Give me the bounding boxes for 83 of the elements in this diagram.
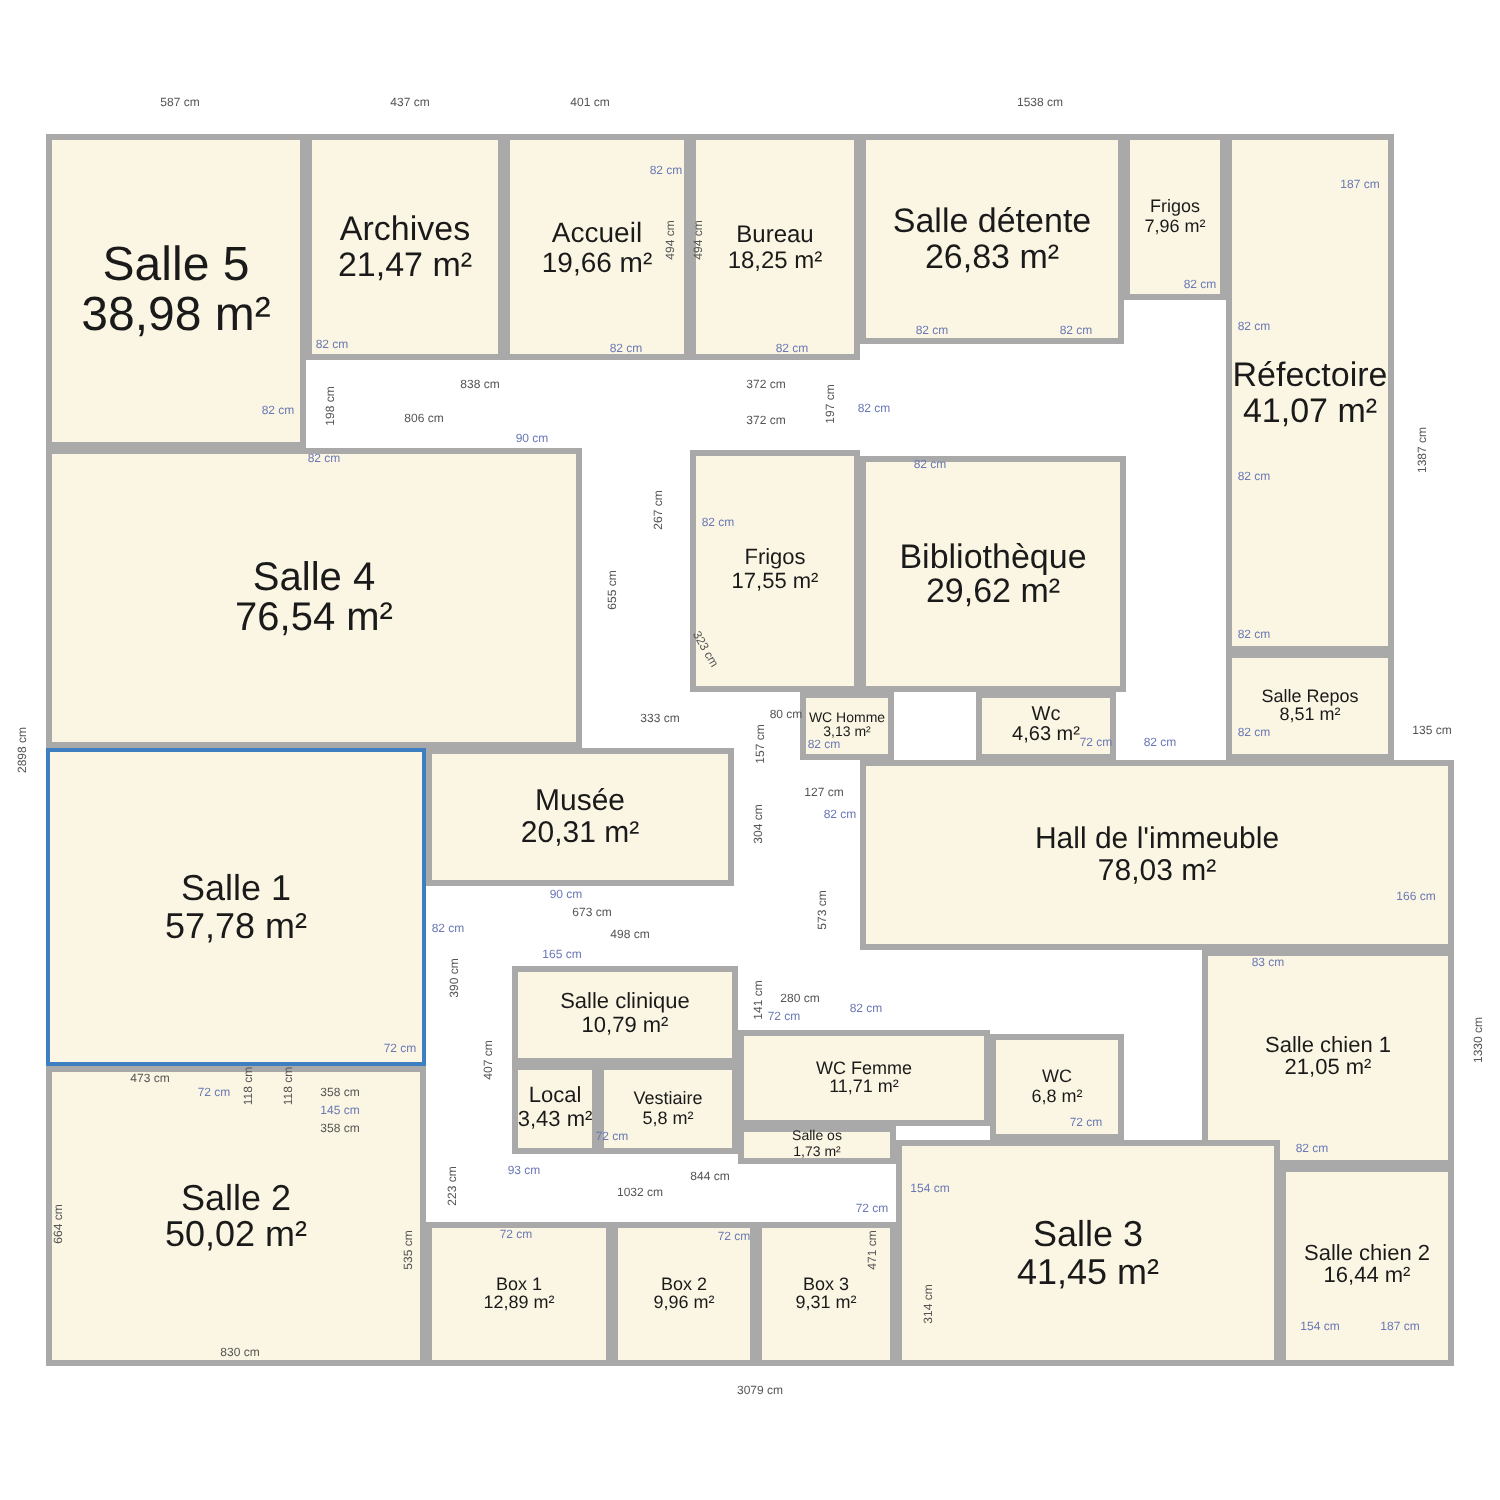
room-name: Accueil [551, 218, 643, 247]
room-name: Local [528, 1086, 582, 1109]
room-area: 20,31 m² [520, 817, 640, 848]
room-area: 5,8 m² [642, 1109, 694, 1128]
room [1202, 950, 1454, 1166]
room [738, 1030, 990, 1126]
room [426, 748, 734, 886]
room-area: 8,51 m² [1279, 706, 1341, 725]
room [1124, 134, 1226, 300]
room-area: 12,89 m² [483, 1294, 555, 1313]
room-name: Bureau [736, 222, 814, 247]
room-name: Vestiaire [633, 1090, 703, 1109]
room [612, 1222, 756, 1366]
room [738, 1126, 896, 1164]
room [46, 748, 426, 1066]
room [1280, 1166, 1454, 1366]
room-name: Wc [1031, 705, 1061, 726]
room [46, 134, 306, 448]
room-area: 11,71 m² [829, 1078, 899, 1097]
room-name: Archives [339, 212, 471, 247]
room-name: Salle 5 [102, 242, 250, 291]
room-name: Salle 1 [180, 870, 292, 907]
room-area: 10,79 m² [581, 1015, 669, 1038]
room [896, 1140, 1280, 1366]
room-name: Salle chien 2 [1304, 1243, 1430, 1266]
room [306, 134, 504, 360]
room-name: Bibliothèque [899, 539, 1087, 574]
room-area: 41,45 m² [1016, 1253, 1160, 1290]
room-area: 26,83 m² [924, 239, 1060, 274]
room [1226, 134, 1394, 652]
room [690, 450, 860, 692]
room-area: 21,47 m² [337, 247, 473, 282]
room [598, 1064, 738, 1154]
room-name: Box 2 [660, 1275, 707, 1294]
room-area: 18,25 m² [727, 247, 823, 272]
room-area: 38,98 m² [81, 291, 271, 340]
room [504, 134, 690, 360]
room [46, 448, 582, 748]
room-area: 21,05 m² [1284, 1058, 1372, 1081]
room-area: 78,03 m² [1097, 855, 1217, 886]
room-area: 41,07 m² [1242, 393, 1378, 428]
room [860, 134, 1124, 344]
room [512, 1064, 598, 1154]
room [800, 692, 894, 760]
room-name: Réfectoire [1232, 358, 1388, 393]
room-name: Salle chien 1 [1265, 1035, 1391, 1058]
room [990, 1034, 1124, 1140]
room [860, 456, 1126, 692]
room-area: 76,54 m² [235, 598, 393, 639]
room [756, 1222, 896, 1366]
room-area: 4,63 m² [1012, 726, 1080, 747]
room-area: 7,96 m² [1144, 217, 1206, 236]
room [976, 692, 1116, 760]
room-name: Frigos [744, 548, 806, 571]
room [426, 1222, 612, 1366]
room-name: Box 1 [495, 1275, 542, 1294]
room-name: Salle détente [892, 204, 1092, 239]
room-name: Salle 3 [1032, 1216, 1144, 1253]
room-name: Hall de l'immeuble [1034, 824, 1280, 855]
room-name: Salle clinique [560, 992, 690, 1015]
room [46, 1066, 426, 1366]
room [512, 966, 738, 1064]
room-area: 29,62 m² [925, 574, 1061, 609]
room [860, 760, 1454, 950]
room-area: 19,66 m² [541, 247, 653, 276]
room-area: 57,78 m² [164, 907, 308, 944]
room-name: WC Femme [816, 1059, 912, 1078]
room-name: Salle 2 [180, 1179, 292, 1216]
room-area: 9,96 m² [653, 1294, 715, 1313]
room-name: WC [1042, 1068, 1072, 1087]
room-area: 3,43 m² [517, 1109, 593, 1132]
room-area: 16,44 m² [1323, 1266, 1411, 1289]
room [690, 134, 860, 360]
room-area: 6,8 m² [1031, 1087, 1083, 1106]
room-area: 17,55 m² [731, 571, 819, 594]
room-name: Salle Repos [1261, 687, 1359, 706]
room-name: Musée [534, 786, 626, 817]
room [1226, 652, 1394, 760]
room-area: 50,02 m² [164, 1216, 308, 1253]
room-name: Salle 4 [252, 557, 376, 598]
room-area: 9,31 m² [795, 1294, 857, 1313]
room-name: Box 3 [802, 1275, 849, 1294]
room-name: Frigos [1149, 198, 1200, 217]
